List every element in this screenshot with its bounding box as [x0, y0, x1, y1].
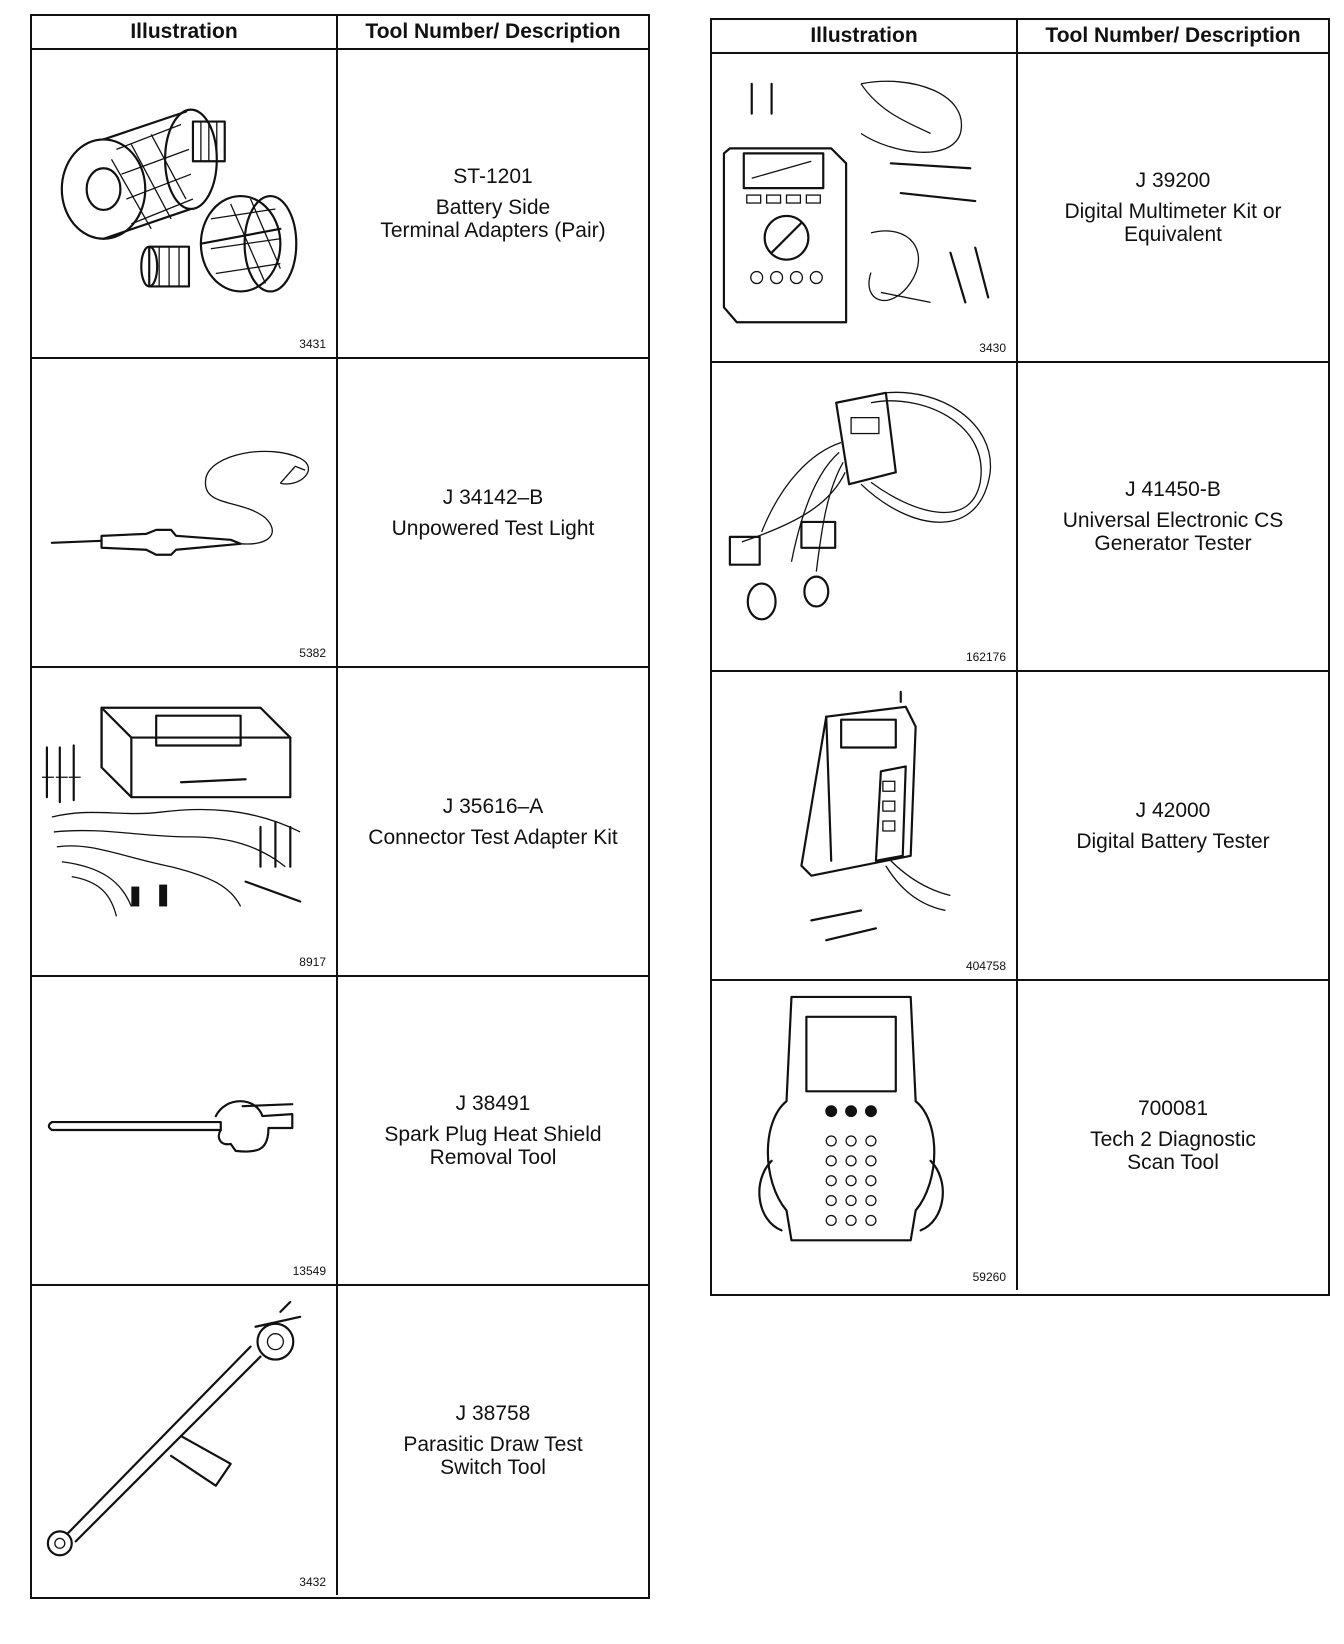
table-row: 404758 J 42000 Digital Battery Tester: [712, 672, 1328, 981]
figure-number: 13549: [292, 1264, 326, 1278]
figure-number: 404758: [965, 959, 1006, 973]
terminal-adapters-icon: 3431: [32, 50, 338, 357]
tool-number: ST-1201: [453, 165, 533, 188]
tool-name: Digital Multimeter Kit or Equivalent: [1064, 200, 1282, 246]
heat-shield-tool-icon: 13549: [32, 977, 338, 1284]
table-row: 162176 J 41450-B Universal Electronic CS…: [712, 363, 1328, 672]
tool-name: Tech 2 Diagnostic Scan Tool: [1090, 1128, 1256, 1174]
table-row: 8917 J 35616–A Connector Test Adapter Ki…: [32, 668, 648, 977]
illustration-header: Illustration: [32, 16, 338, 48]
tool-number: J 34142–B: [442, 485, 544, 509]
tool-number: J 39200: [1135, 169, 1211, 192]
figure-number: 59260: [972, 1270, 1006, 1284]
table-row: 3430 J 39200 Digital Multimeter Kit or E…: [712, 54, 1328, 363]
table-row: 5382 J 34142–B Unpowered Test Light: [32, 359, 648, 668]
table-header: Illustration Tool Number/ Description: [32, 16, 648, 50]
tool-description: 700081 Tech 2 Diagnostic Scan Tool: [1018, 981, 1328, 1290]
tool-number: 700081: [1137, 1097, 1209, 1120]
tool-description: J 35616–A Connector Test Adapter Kit: [338, 668, 648, 975]
tool-name: Digital Battery Tester: [1076, 829, 1270, 853]
tool-description: J 41450-B Universal Electronic CS Genera…: [1018, 363, 1328, 670]
table-row: 3432 J 38758 Parasitic Draw Test Switch …: [32, 1286, 648, 1595]
left-tools-table: Illustration Tool Number/ Description: [30, 14, 650, 1599]
table-row: 3431 ST-1201 Battery Side Terminal Adapt…: [32, 50, 648, 359]
tool-name: Battery Side Terminal Adapters (Pair): [380, 196, 606, 242]
description-header: Tool Number/ Description: [365, 20, 621, 43]
tool-number: J 35616–A: [442, 794, 544, 818]
battery-tester-icon: 404758: [712, 672, 1018, 979]
tool-name: Universal Electronic CS Generator Tester: [1062, 509, 1284, 555]
description-header: Tool Number/ Description: [1045, 24, 1301, 47]
scan-tool-icon: 59260: [712, 981, 1018, 1290]
draw-switch-tool-icon: 3432: [32, 1286, 338, 1595]
tool-description: J 42000 Digital Battery Tester: [1018, 672, 1328, 979]
tool-number: J 38758: [455, 1402, 531, 1425]
generator-tester-icon: 162176: [712, 363, 1018, 670]
tool-number: J 41450-B: [1125, 478, 1221, 501]
table-row: 59260 700081 Tech 2 Diagnostic Scan Tool: [712, 981, 1328, 1290]
figure-number: 162176: [965, 650, 1006, 664]
tool-number: J 38491: [455, 1092, 531, 1115]
figure-number: 5382: [299, 646, 326, 660]
tool-name: Connector Test Adapter Kit: [368, 825, 618, 849]
adapter-kit-icon: 8917: [32, 668, 338, 975]
figure-number: 3430: [979, 341, 1006, 355]
test-light-icon: 5382: [32, 359, 338, 666]
illustration-header: Illustration: [712, 20, 1018, 52]
tool-description: J 39200 Digital Multimeter Kit or Equiva…: [1018, 54, 1328, 361]
table-header: Illustration Tool Number/ Description: [712, 20, 1328, 54]
right-tools-table: Illustration Tool Number/ Description: [710, 18, 1330, 1296]
tool-name: Parasitic Draw Test Switch Tool: [403, 1433, 583, 1479]
tool-description: ST-1201 Battery Side Terminal Adapters (…: [338, 50, 648, 357]
tool-name: Spark Plug Heat Shield Removal Tool: [384, 1123, 602, 1169]
tool-description: J 38758 Parasitic Draw Test Switch Tool: [338, 1286, 648, 1595]
tool-description: J 34142–B Unpowered Test Light: [338, 359, 648, 666]
figure-number: 8917: [299, 955, 326, 969]
figure-number: 3432: [299, 1575, 326, 1589]
tool-number: J 42000: [1135, 798, 1211, 822]
figure-number: 3431: [299, 337, 326, 351]
tool-description: J 38491 Spark Plug Heat Shield Removal T…: [338, 977, 648, 1284]
tool-name: Unpowered Test Light: [391, 516, 595, 540]
table-row: 13549 J 38491 Spark Plug Heat Shield Rem…: [32, 977, 648, 1286]
multimeter-kit-icon: 3430: [712, 54, 1018, 361]
